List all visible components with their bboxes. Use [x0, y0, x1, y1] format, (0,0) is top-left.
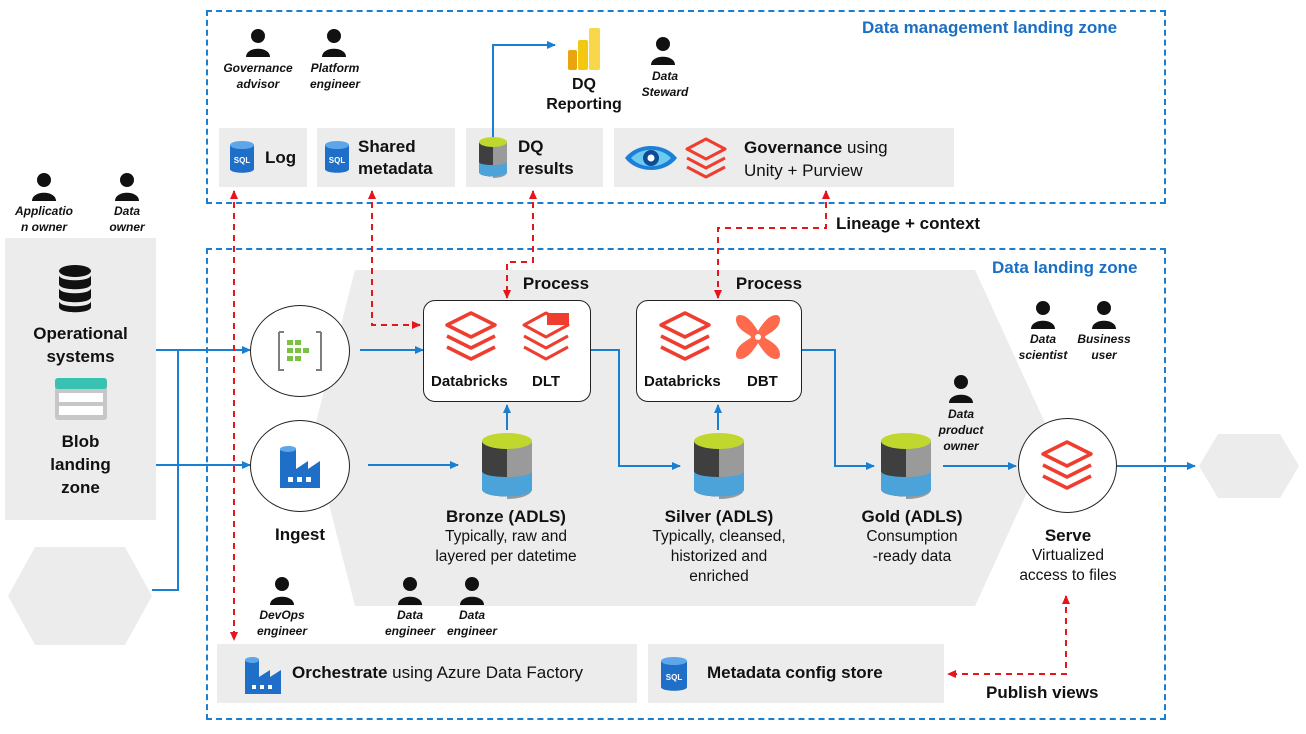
databricks-icon-process-2	[659, 311, 711, 361]
ingest-node	[250, 420, 350, 512]
adls-icon-bronze	[482, 433, 532, 499]
person-icon-platform-engineer	[322, 29, 346, 57]
dlt-label: DLT	[532, 373, 561, 390]
person-icon-devops-engineer	[270, 577, 294, 605]
data-management-landing-zone	[206, 10, 1166, 204]
data-factory-icon-orchestrate	[245, 657, 281, 694]
sql-database-icon-metadata-store: SQL	[661, 657, 687, 691]
gold-title: Gold (ADLS)	[861, 507, 963, 526]
person-icon-governance-advisor	[246, 29, 270, 57]
databricks-icon-governance	[685, 137, 727, 179]
silver-title: Silver (ADLS)	[664, 507, 774, 526]
dbt-label: DBT	[747, 373, 778, 390]
adls-icon-gold	[881, 433, 931, 499]
person-icon-data-steward	[651, 37, 675, 65]
data-landing-zone	[206, 248, 1166, 720]
databricks-icon-serve	[1041, 440, 1093, 490]
storage-cylinder-icon-dq-results	[479, 137, 507, 178]
event-hub-icon	[278, 331, 322, 371]
ingest-label: Ingest	[274, 525, 326, 544]
serve-title: Serve	[1044, 526, 1092, 545]
person-icon-application-owner	[32, 173, 56, 201]
databricks-label-2: Databricks	[644, 373, 721, 390]
metadata-store-panel	[648, 644, 944, 703]
sql-database-icon-shared-metadata: SQL	[325, 141, 349, 173]
person-icon-business-user	[1092, 301, 1116, 329]
power-bi-icon	[568, 28, 600, 70]
destination-hexagon	[1199, 434, 1299, 498]
adls-icon-silver	[694, 433, 744, 499]
databricks-icon-process-1	[445, 311, 497, 361]
lineage-context-label: Lineage + context	[836, 214, 981, 233]
svg-text:SQL: SQL	[666, 673, 683, 682]
database-icon-operational	[59, 265, 91, 313]
dlt-icon	[522, 311, 570, 361]
data-factory-icon-ingest	[280, 446, 320, 488]
person-icon-data-product-owner	[949, 375, 973, 403]
person-icon-data-engineer-1	[398, 577, 422, 605]
data-management-zone-title: Data management landing zone	[862, 18, 1118, 37]
person-icon-data-engineer-2	[460, 577, 484, 605]
sql-database-icon-log: SQL	[230, 141, 254, 173]
svg-text:SQL: SQL	[329, 156, 346, 165]
svg-text:SQL: SQL	[234, 156, 251, 165]
metadata-config-store-label: Metadata config store	[707, 663, 883, 682]
data-landing-zone-title: Data landing zone	[992, 258, 1138, 277]
log-label: Log	[265, 148, 297, 167]
person-icon-data-owner	[115, 173, 139, 201]
publish-views-label: Publish views	[986, 683, 1099, 702]
process-1-title: Process	[522, 274, 590, 293]
dbt-icon	[735, 315, 781, 359]
purview-eye-icon	[625, 146, 677, 170]
source-hexagon	[8, 547, 152, 645]
databricks-label-1: Databricks	[431, 373, 508, 390]
orchestrate-panel	[217, 644, 637, 703]
gold-description: Consumption-ready data	[866, 528, 958, 565]
process-2-title: Process	[735, 274, 803, 293]
bronze-title: Bronze (ADLS)	[446, 507, 566, 526]
person-icon-data-scientist	[1031, 301, 1055, 329]
orchestrate-label: Orchestrate using Azure Data Factory	[292, 663, 584, 682]
blob-storage-icon	[55, 378, 107, 420]
